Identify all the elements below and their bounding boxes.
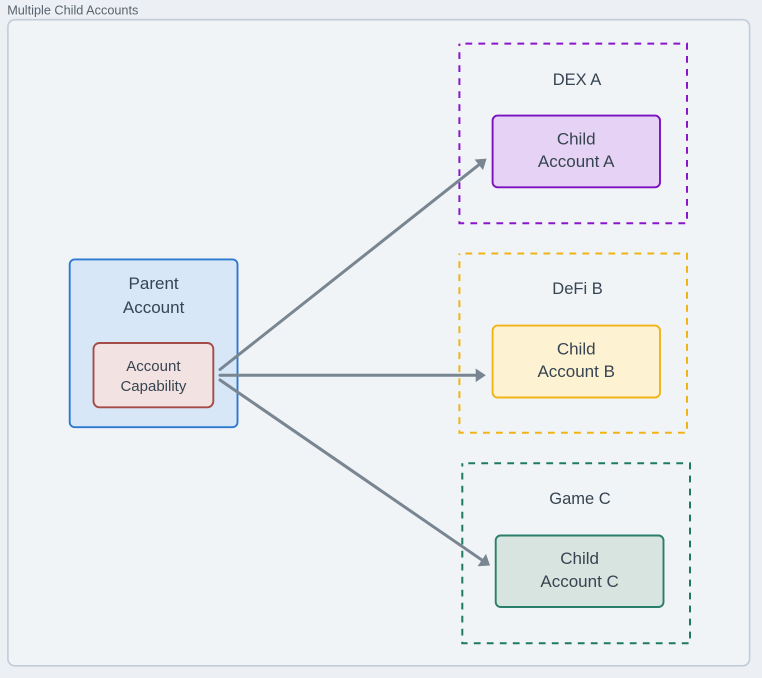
svg-text:Game C: Game C <box>549 490 611 508</box>
svg-text:Child: Child <box>557 129 596 148</box>
svg-text:Multiple Child Accounts: Multiple Child Accounts <box>7 4 138 18</box>
svg-text:DEX A: DEX A <box>553 71 602 89</box>
svg-text:Parent: Parent <box>129 274 179 293</box>
svg-text:Account B: Account B <box>537 362 615 381</box>
svg-text:Account C: Account C <box>540 572 618 591</box>
svg-text:Child: Child <box>557 339 596 358</box>
svg-text:DeFi B: DeFi B <box>552 280 602 298</box>
svg-text:Account: Account <box>123 298 185 317</box>
svg-text:Account A: Account A <box>538 152 615 171</box>
svg-text:Capability: Capability <box>120 378 186 395</box>
svg-text:Account: Account <box>126 358 181 375</box>
svg-text:Child: Child <box>560 549 599 568</box>
